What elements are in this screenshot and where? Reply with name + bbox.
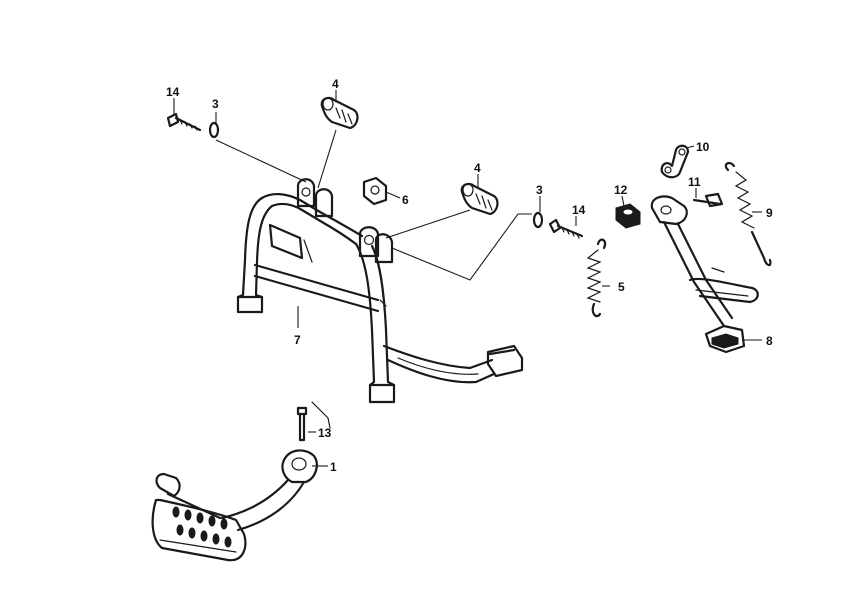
bushing-4-mid — [460, 182, 499, 216]
callout-labels: 14 3 4 4 6 3 14 12 10 11 9 5 8 7 13 1 — [166, 77, 773, 474]
bolt-13 — [296, 401, 331, 442]
washer-3-left — [208, 121, 220, 139]
callout-5: 5 — [618, 280, 625, 294]
leader-lines — [173, 90, 762, 467]
bracket-10 — [660, 144, 690, 179]
bolt-14-left — [166, 112, 202, 132]
callout-10: 10 — [696, 140, 710, 154]
side-stand — [650, 195, 759, 354]
bolt-14-right — [548, 218, 584, 239]
callout-11: 11 — [688, 175, 701, 189]
callout-8: 8 — [766, 334, 773, 348]
callout-6: 6 — [402, 193, 409, 207]
callout-14-right: 14 — [572, 203, 586, 217]
nut-12 — [615, 203, 641, 229]
callout-13: 13 — [318, 426, 332, 440]
washer-3-right — [532, 211, 544, 229]
callout-3-left: 3 — [212, 97, 219, 111]
callout-4-top: 4 — [332, 77, 339, 91]
spring-5 — [586, 238, 607, 318]
callout-1: 1 — [330, 460, 337, 474]
main-stand-frame — [236, 178, 524, 404]
bolt-11 — [692, 192, 724, 208]
callout-14-left: 14 — [166, 85, 180, 99]
clip-6 — [362, 176, 388, 206]
bushing-4-top — [320, 96, 359, 130]
spring-9 — [724, 161, 772, 267]
callout-9: 9 — [766, 206, 773, 220]
callout-12: 12 — [614, 183, 628, 197]
callout-4-mid: 4 — [474, 161, 481, 175]
callout-7: 7 — [294, 333, 301, 347]
kick-lever-assembly — [151, 449, 318, 562]
footrest-grip-ridges — [172, 506, 232, 548]
callout-3-right: 3 — [536, 183, 543, 197]
